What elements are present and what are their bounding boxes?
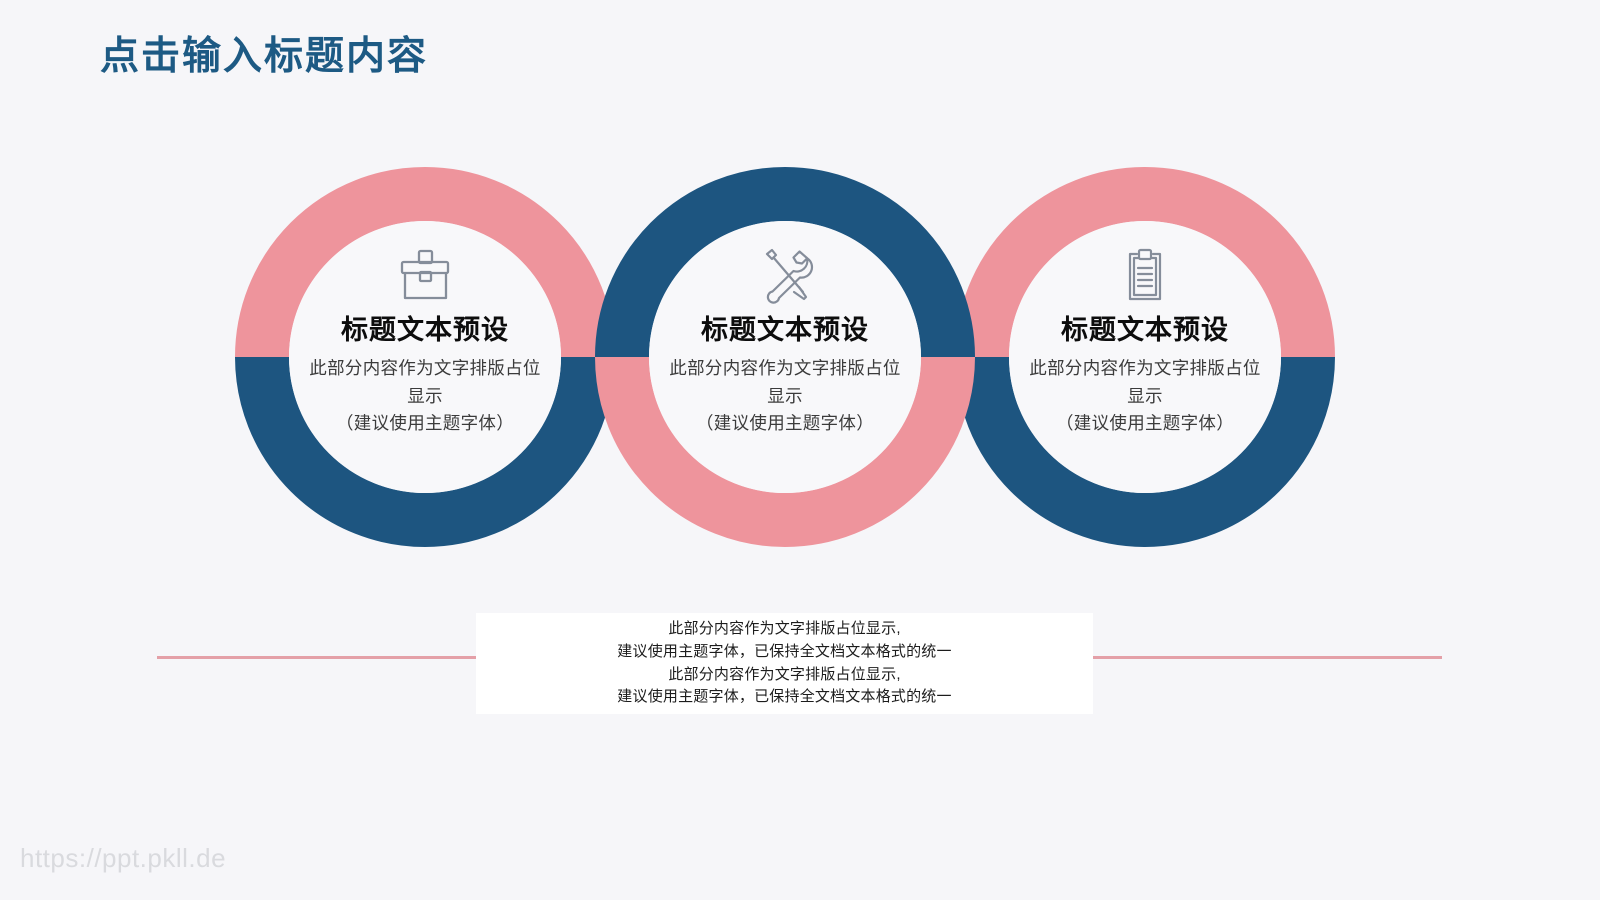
- circle-card-3[interactable]: 标题文本预设 此部分内容作为文字排版占位 显示 （建议使用主题字体）: [1014, 246, 1276, 437]
- circle-card-1[interactable]: 标题文本预设 此部分内容作为文字排版占位 显示 （建议使用主题字体）: [294, 246, 556, 437]
- card-desc-line-3: （建议使用主题字体）: [336, 412, 514, 433]
- card-title: 标题文本预设: [341, 315, 509, 345]
- card-desc-line-2: 显示: [1127, 385, 1163, 406]
- wrench-screwdriver-icon: [765, 248, 814, 304]
- card-description: 此部分内容作为文字排版占位 显示 （建议使用主题字体）: [654, 355, 916, 436]
- note-line-4: 建议使用主题字体，已保持全文档文本格式的统一: [617, 688, 952, 706]
- watermark-url: https://ppt.pkll.de: [20, 843, 227, 873]
- card-desc-line-2: 显示: [407, 385, 443, 406]
- card-description: 此部分内容作为文字排版占位 显示 （建议使用主题字体）: [1014, 355, 1276, 436]
- note-line-2: 建议使用主题字体，已保持全文档文本格式的统一: [617, 642, 952, 660]
- card-desc-line-1: 此部分内容作为文字排版占位: [669, 358, 901, 379]
- card-desc-line-3: （建议使用主题字体）: [696, 412, 874, 433]
- card-description: 此部分内容作为文字排版占位 显示 （建议使用主题字体）: [294, 355, 556, 436]
- card-desc-line-1: 此部分内容作为文字排版占位: [1029, 358, 1261, 379]
- card-desc-line-1: 此部分内容作为文字排版占位: [309, 358, 541, 379]
- note-line-3: 此部分内容作为文字排版占位显示,: [668, 665, 901, 683]
- briefcase-icon: [400, 249, 450, 300]
- note-line-1: 此部分内容作为文字排版占位显示,: [668, 619, 901, 637]
- card-title: 标题文本预设: [1061, 315, 1229, 345]
- bottom-note-box[interactable]: 此部分内容作为文字排版占位显示, 建议使用主题字体，已保持全文档文本格式的统一 …: [476, 613, 1093, 714]
- page-title: 点击输入标题内容: [100, 35, 429, 78]
- card-desc-line-2: 显示: [767, 385, 803, 406]
- card-desc-line-3: （建议使用主题字体）: [1056, 412, 1234, 433]
- clipboard-icon: [1128, 248, 1162, 301]
- card-title: 标题文本预设: [701, 315, 869, 345]
- circle-card-2[interactable]: 标题文本预设 此部分内容作为文字排版占位 显示 （建议使用主题字体）: [654, 246, 916, 437]
